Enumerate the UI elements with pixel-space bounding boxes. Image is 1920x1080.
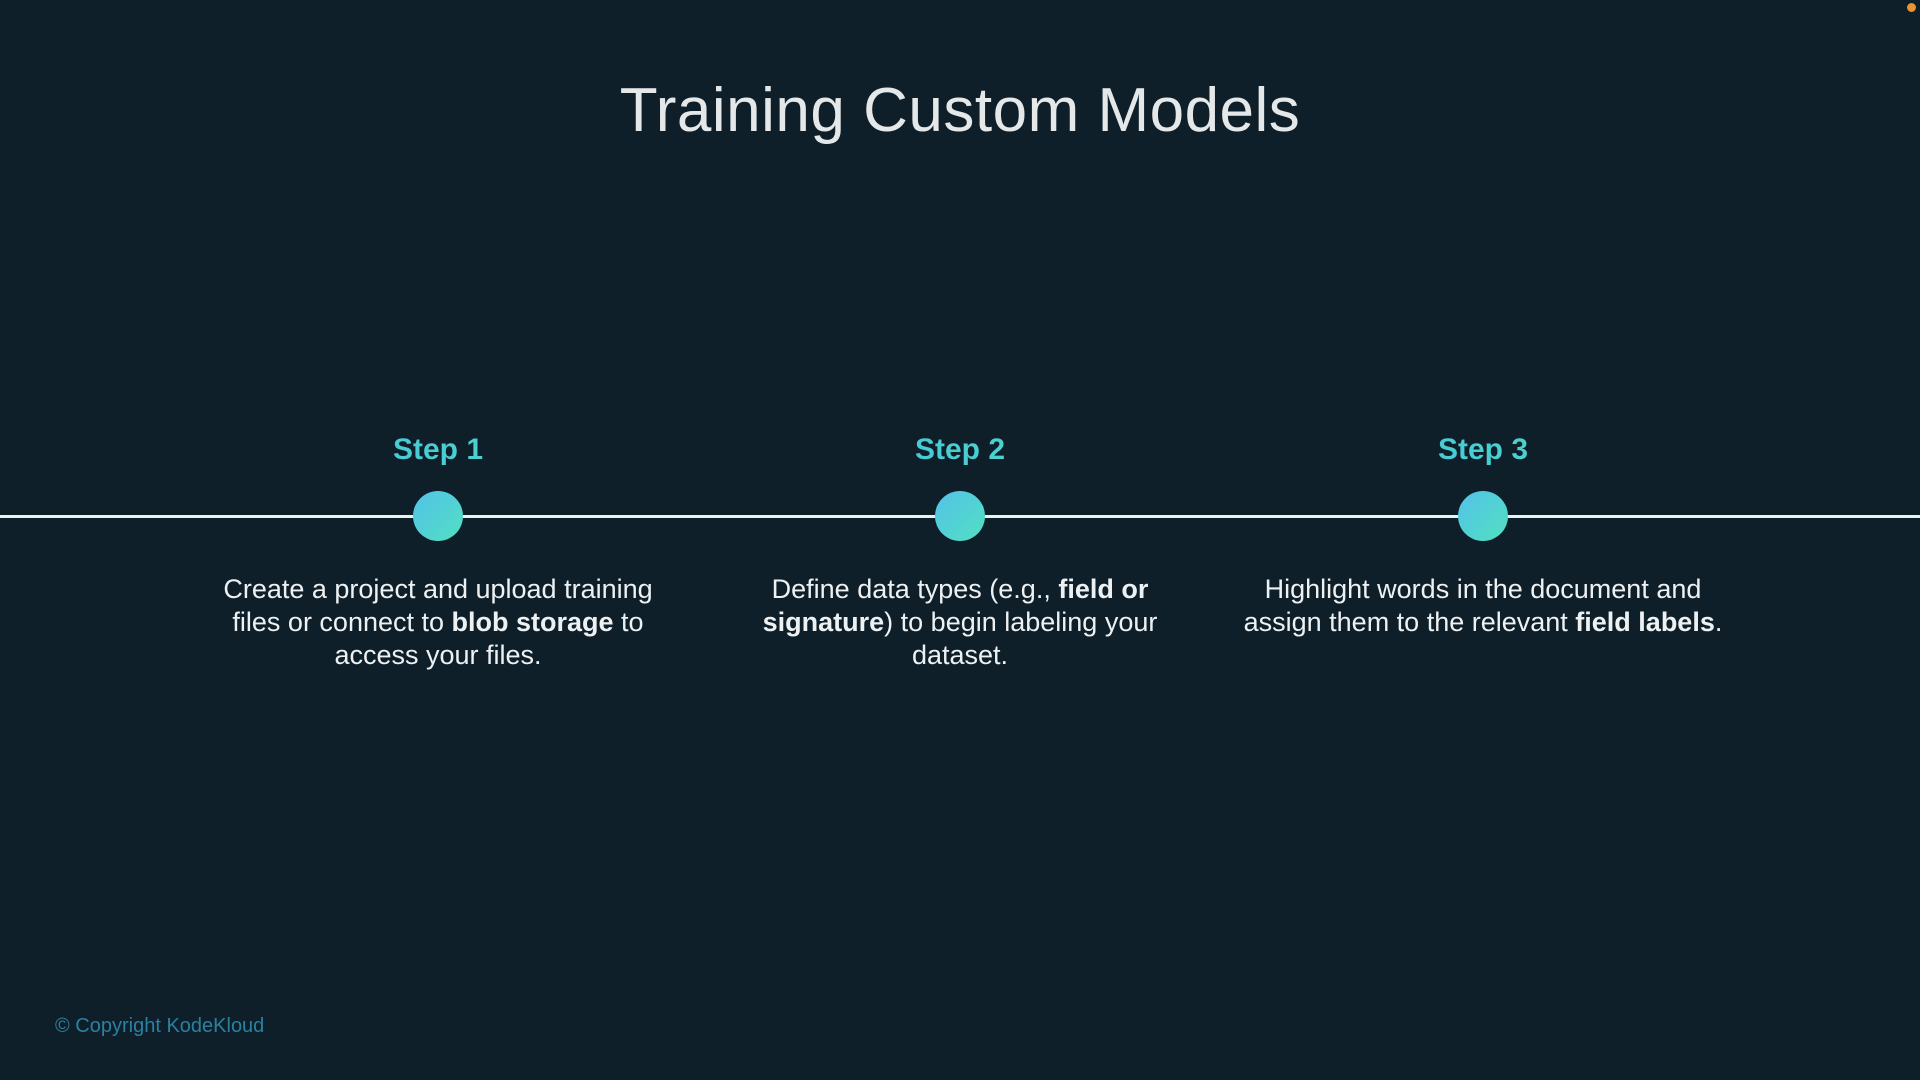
step-2-label: Step 2	[700, 433, 1220, 467]
timeline-step-circle	[413, 491, 463, 541]
copyright-notice: © Copyright KodeKloud	[55, 1015, 265, 1037]
slide-title: Training Custom Models	[619, 76, 1301, 145]
recording-indicator-dot-icon	[1907, 3, 1916, 12]
step-3-label: Step 3	[1223, 433, 1743, 467]
step-1-label: Step 1	[178, 433, 698, 467]
timeline-step-circle	[935, 491, 985, 541]
timeline-step-circle	[1458, 491, 1508, 541]
